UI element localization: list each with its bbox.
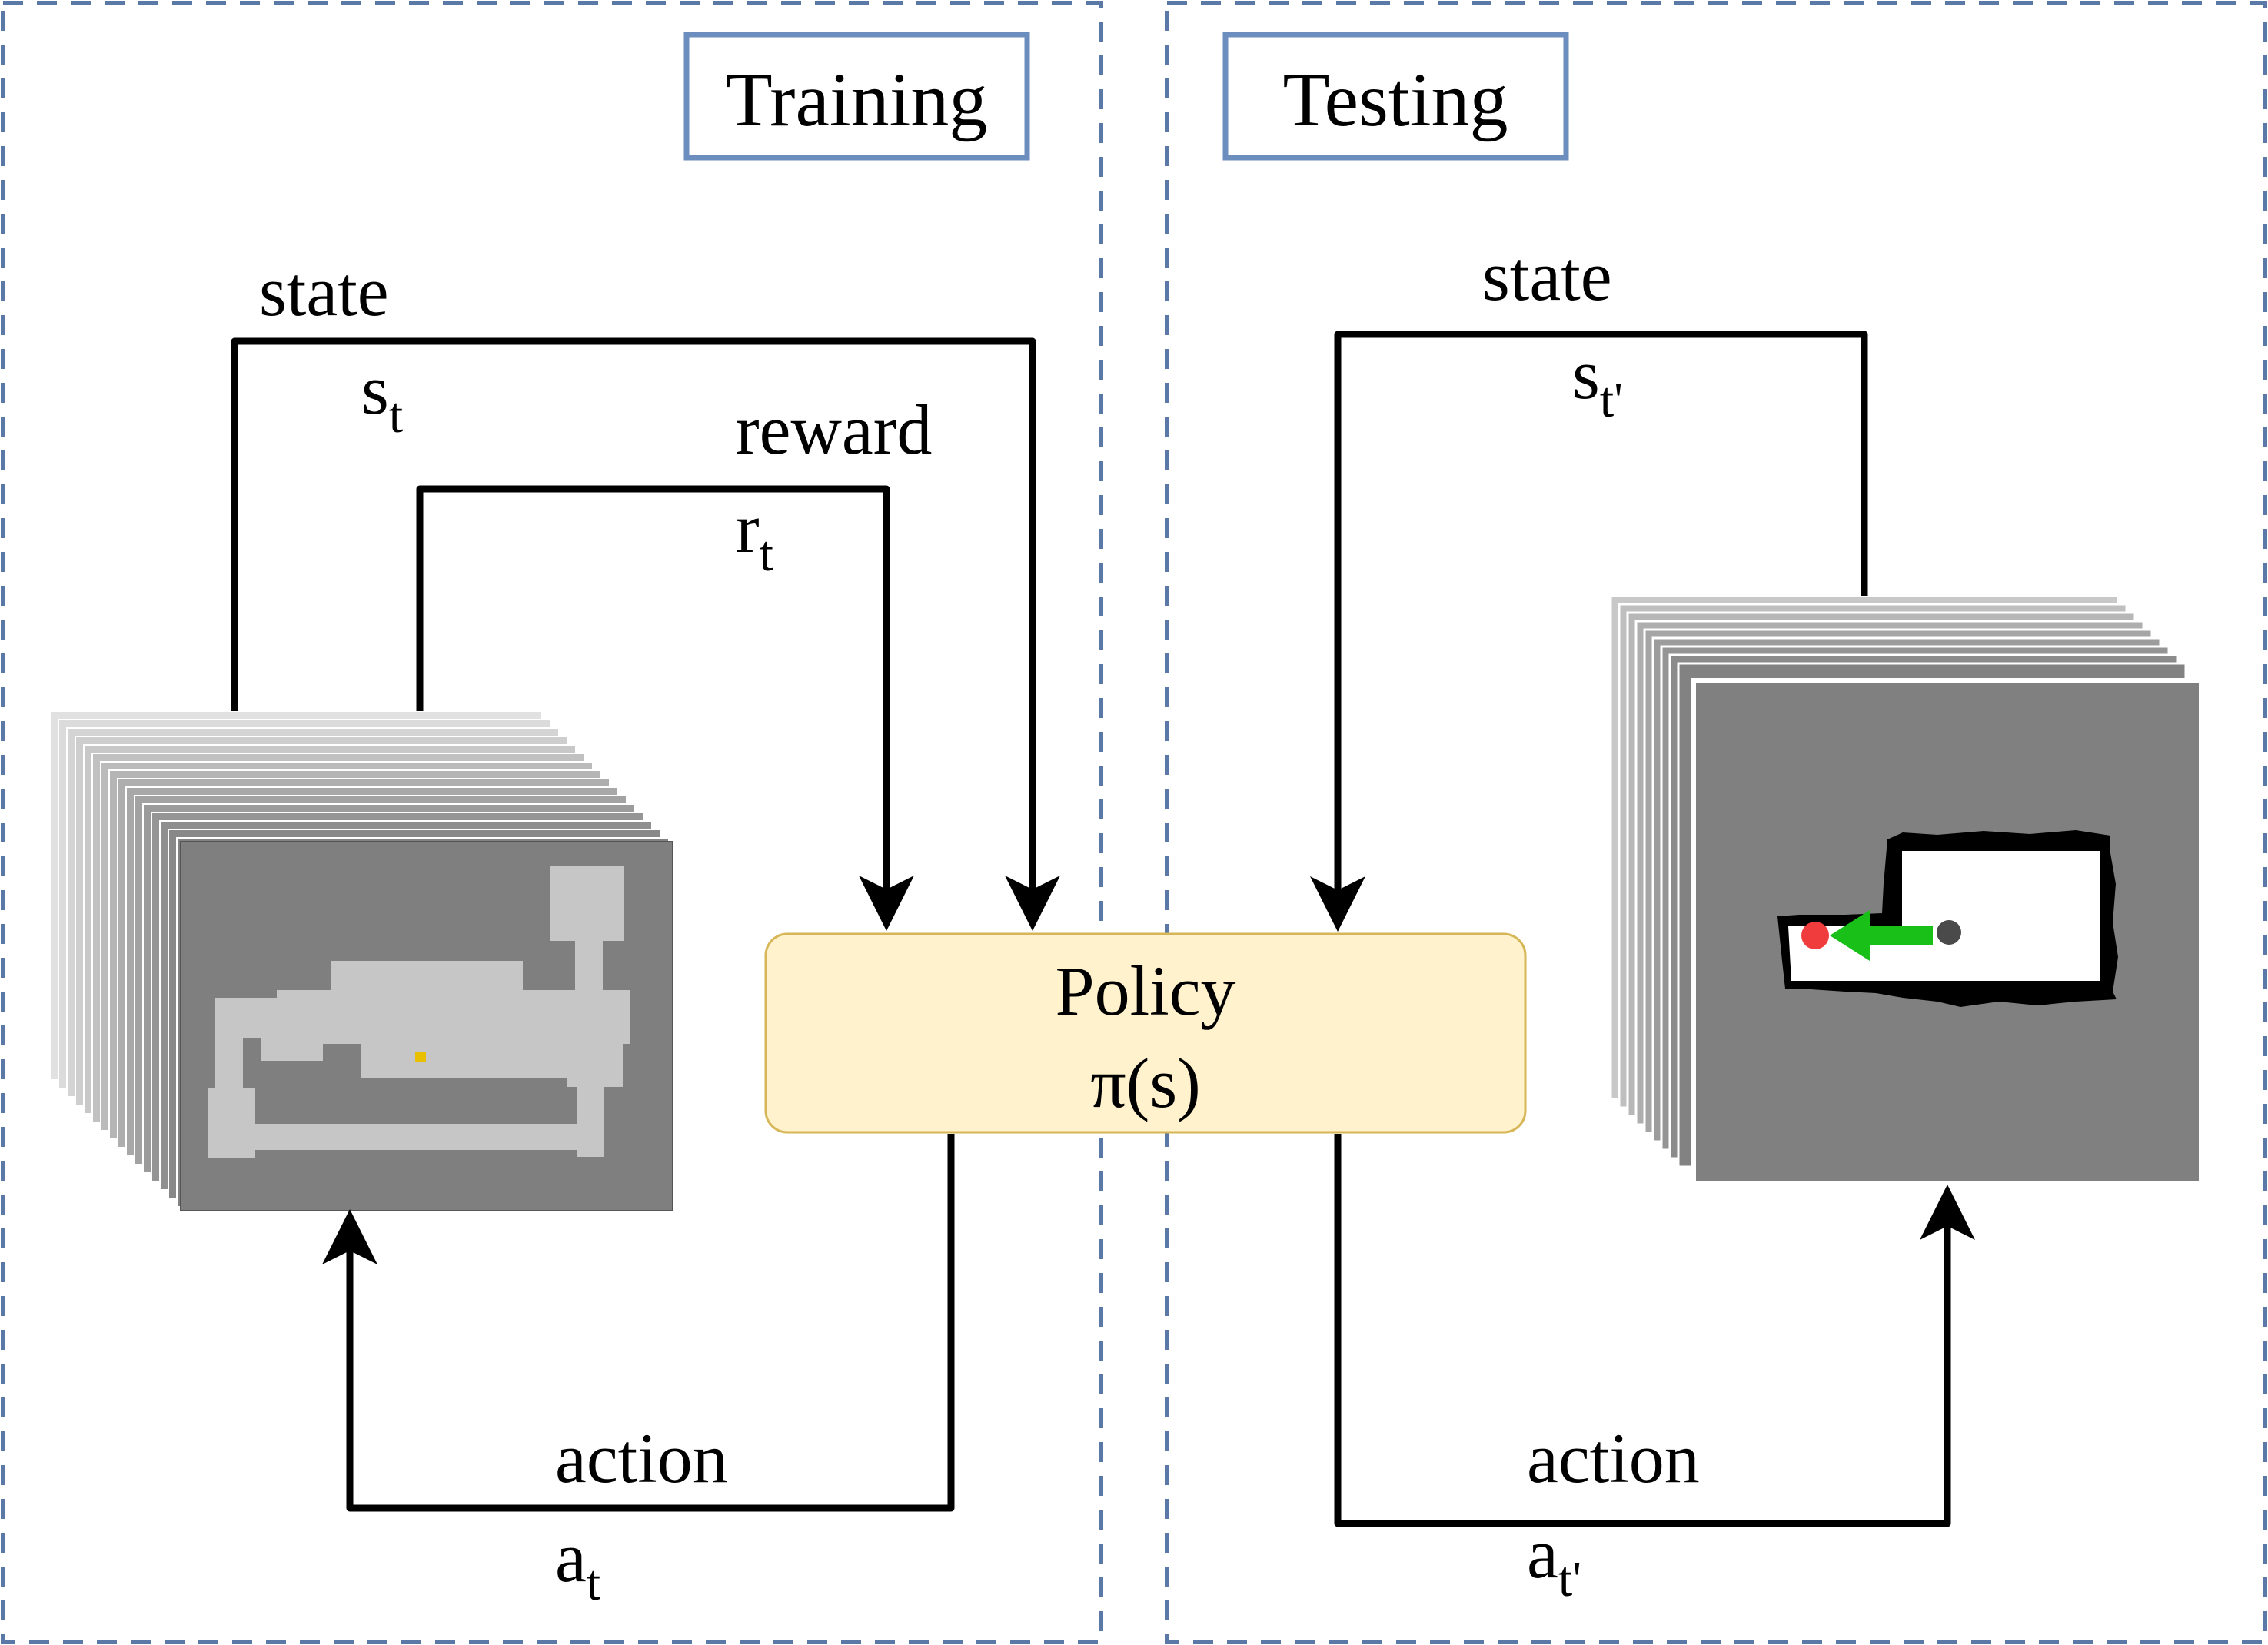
training-action-symbol: at [555,1518,600,1611]
training-state-symbol: st [361,351,403,444]
testing-map-stack [1609,594,2203,1186]
training-reward-line [416,485,914,931]
training-panel-border [1,1,1103,1644]
testing-state-symbol: st' [1572,335,1623,428]
training-grid-map [180,841,673,1211]
direction-arrow-icon [1830,910,1933,961]
testing-title-box: Testing [1222,32,1569,161]
training-panel: Training [1,1,1103,1644]
testing-action-label: action [1527,1419,1700,1497]
policy-formula: π(s) [1090,1044,1201,1122]
testing-state-label: state [1482,237,1612,315]
testing-state-line [1310,331,1868,932]
testing-panel: Testing state st' action at' [1165,1,2267,1644]
testing-panel-border [1165,1,2267,1644]
training-title-box: Training [683,32,1030,161]
policy-box: Policy π(s) [764,932,1527,1134]
agent-marker [1937,920,1961,945]
testing-title-frame [1222,32,1569,161]
training-state-label: state [259,252,389,331]
testing-action-symbol: at' [1527,1514,1581,1607]
policy-name: Policy [1055,952,1235,1030]
training-map-stack [49,710,673,1211]
training-action-label: action [555,1419,728,1497]
training-agent-marker [415,1052,426,1062]
goal-marker [1801,922,1829,949]
training-reward-symbol: rt [736,489,773,582]
training-action-line [322,1134,955,1512]
training-reward-label: reward [736,390,932,469]
training-title: Training [726,57,988,142]
policy-frame [764,932,1527,1134]
training-state-line [231,337,1060,931]
testing-action-line [1334,1134,1975,1527]
training-title-frame [683,32,1030,161]
testing-occupancy-map [1691,678,2203,1186]
testing-title: Testing [1283,57,1508,142]
